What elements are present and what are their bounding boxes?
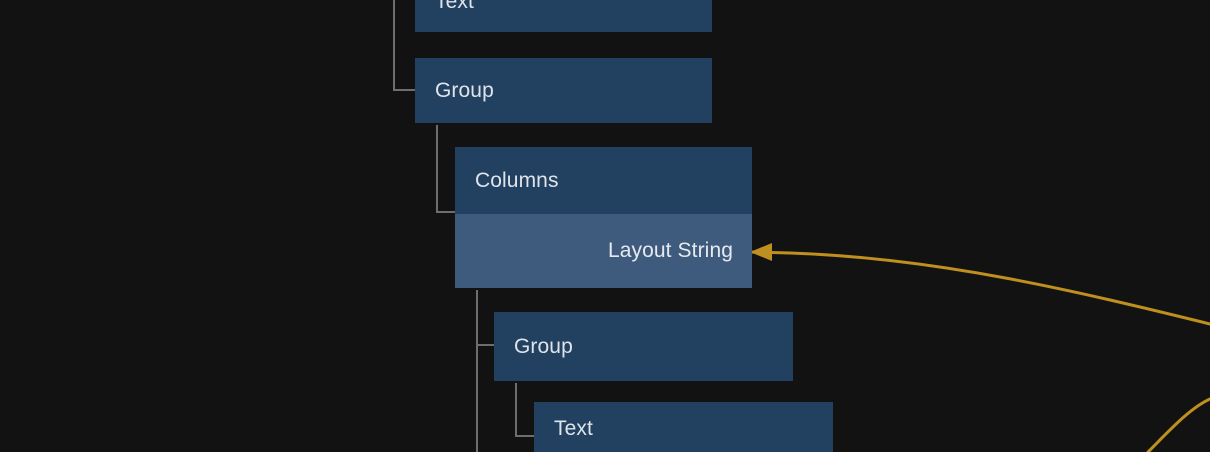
tree-connector-text-bottom-h <box>515 435 534 437</box>
tree-connector-group-lower-h <box>476 344 494 346</box>
node-text-bottom[interactable]: Text <box>534 402 833 452</box>
tree-connector-group-upper-v <box>393 0 395 91</box>
node-title: Text <box>435 0 474 13</box>
tree-connector-columns-v <box>436 125 438 213</box>
wire-arrowhead-icon <box>750 243 772 261</box>
node-socket-layout-string[interactable]: Layout String <box>455 214 752 288</box>
wire-layout-string <box>748 250 1210 326</box>
tree-connector-text-bottom-v <box>515 383 517 437</box>
node-group-lower[interactable]: Group <box>494 312 793 381</box>
node-group-upper[interactable]: Group <box>415 58 712 123</box>
node-title: Text <box>554 416 593 440</box>
node-text-top[interactable]: Text <box>415 0 712 32</box>
node-title: Group <box>514 335 573 358</box>
tree-connector-group-lower-trunk <box>476 290 478 452</box>
wire-lower-offscreen <box>1146 397 1210 452</box>
socket-label: Layout String <box>607 239 733 262</box>
node-columns[interactable]: Columns <box>455 147 752 214</box>
node-title: Columns <box>475 169 559 192</box>
tree-connector-columns-h <box>436 211 455 213</box>
tree-connector-group-upper-h <box>393 89 415 91</box>
node-title: Group <box>435 79 494 102</box>
